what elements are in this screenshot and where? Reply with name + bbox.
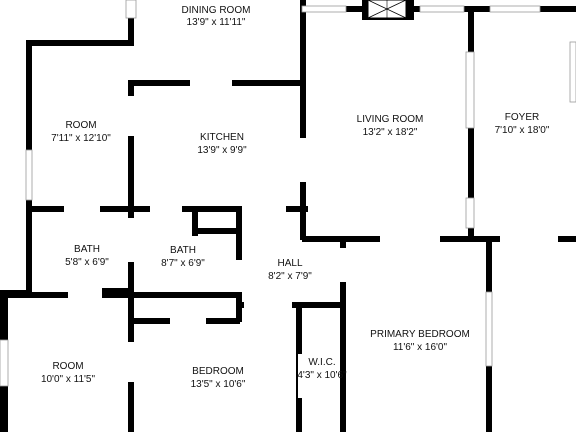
room-labels: DINING ROOM 13'9" x 11'11" ROOM 7'11" x … bbox=[41, 5, 550, 390]
windows bbox=[0, 0, 576, 387]
bath-a-name: BATH bbox=[74, 244, 100, 255]
room-a-name: ROOM bbox=[65, 120, 96, 131]
bath-b-name: BATH bbox=[170, 245, 196, 256]
room-b-dims: 10'0" x 11'5" bbox=[41, 374, 96, 385]
dining-room-name: DINING ROOM bbox=[182, 5, 251, 16]
primary-bedroom-name: PRIMARY BEDROOM bbox=[370, 329, 470, 340]
living-room-name: LIVING ROOM bbox=[357, 114, 424, 125]
wic-name: W.I.C. bbox=[308, 357, 335, 368]
bedroom-name: BEDROOM bbox=[192, 366, 244, 377]
kitchen-name: KITCHEN bbox=[200, 132, 244, 143]
bedroom-dims: 13'5" x 10'6" bbox=[191, 379, 246, 390]
wic-dims: 4'3" x 10'6" bbox=[297, 370, 347, 381]
room-a-dims: 7'11" x 12'10" bbox=[51, 133, 111, 144]
living-room-dims: 13'2" x 18'2" bbox=[363, 127, 418, 138]
fireplace bbox=[367, 0, 407, 19]
foyer-dims: 7'10" x 18'0" bbox=[495, 125, 550, 136]
hall-dims: 8'2" x 7'9" bbox=[268, 271, 312, 282]
bath-a-dims: 5'8" x 6'9" bbox=[65, 257, 109, 268]
primary-bedroom-dims: 11'6" x 16'0" bbox=[393, 342, 448, 353]
kitchen-dims: 13'9" x 9'9" bbox=[197, 145, 247, 156]
hall-name: HALL bbox=[277, 258, 302, 269]
room-b-name: ROOM bbox=[52, 361, 83, 372]
bath-b-dims: 8'7" x 6'9" bbox=[161, 258, 205, 269]
dining-room-dims: 13'9" x 11'11" bbox=[187, 17, 246, 28]
foyer-name: FOYER bbox=[505, 112, 539, 123]
door-openings bbox=[64, 79, 558, 398]
